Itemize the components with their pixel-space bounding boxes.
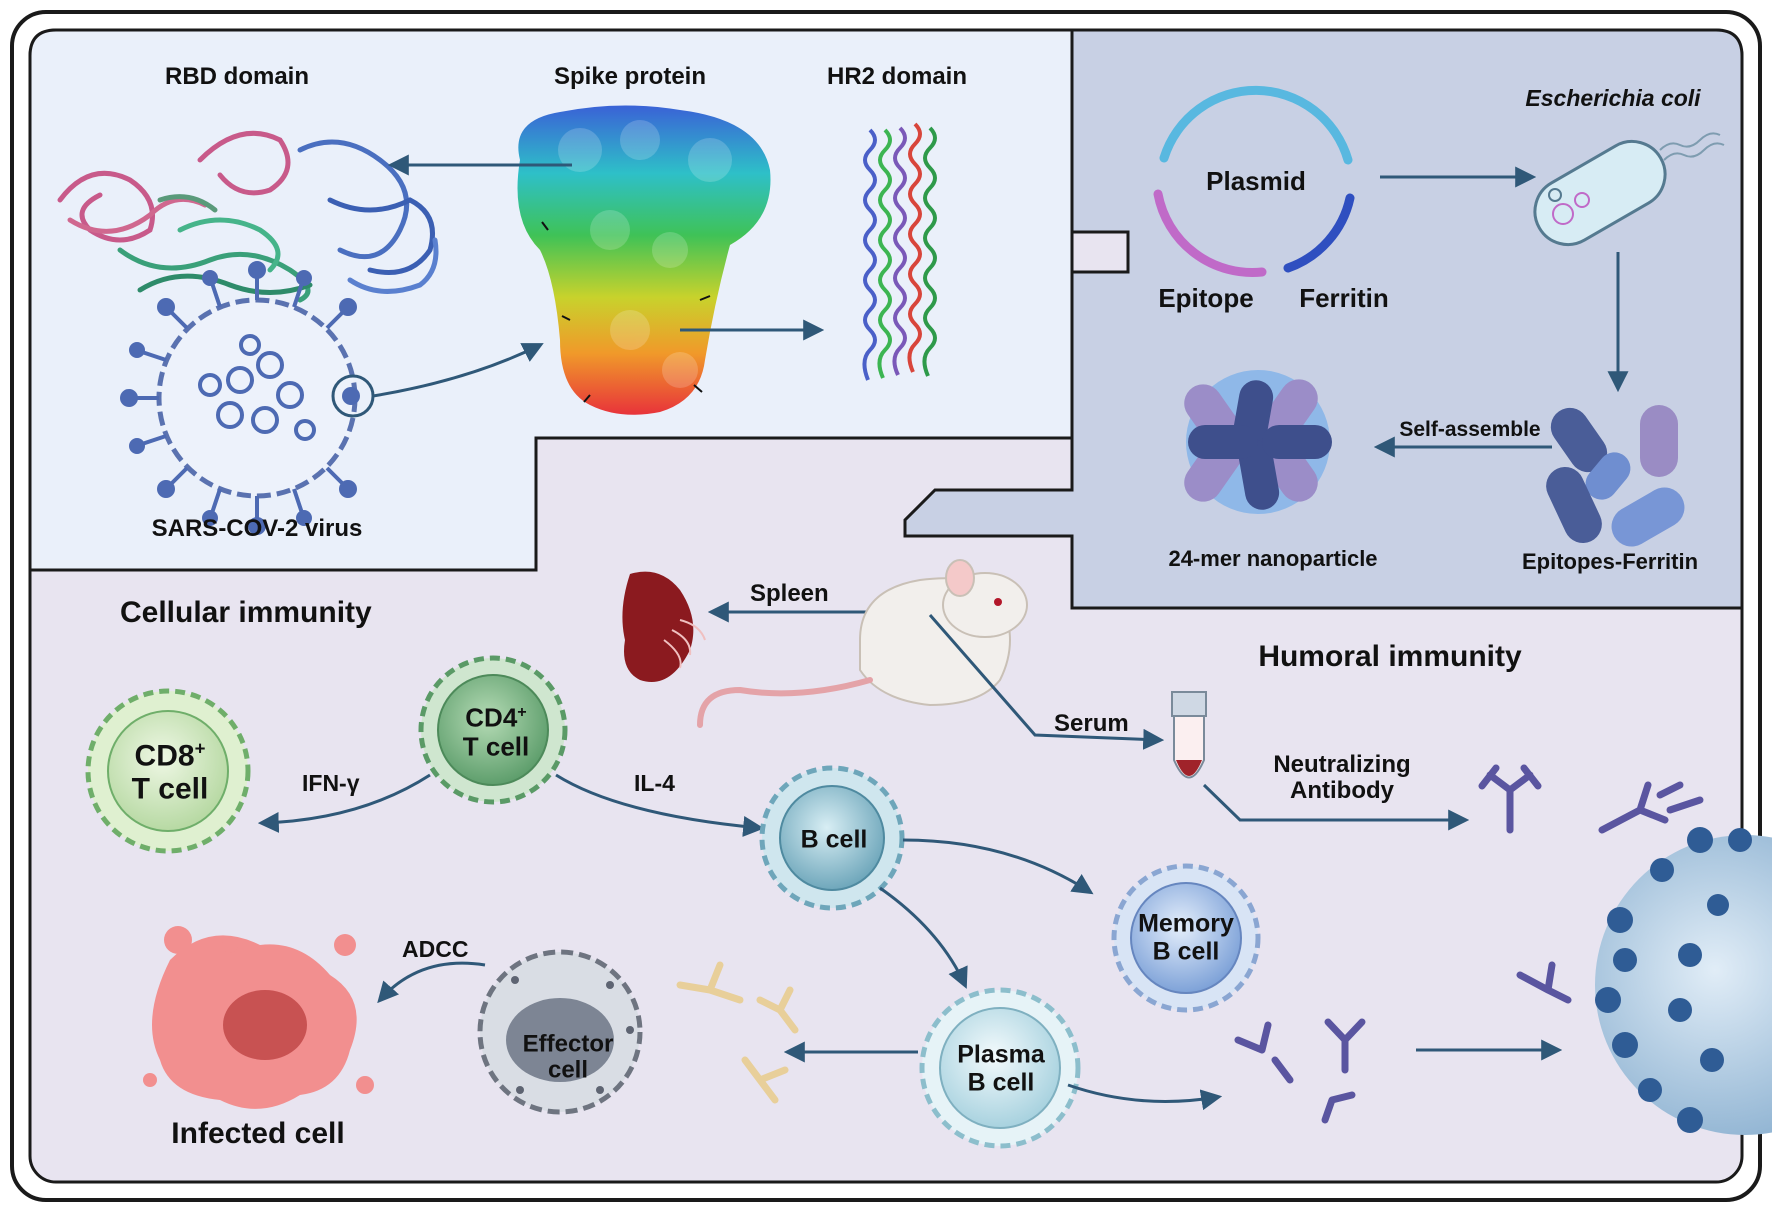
effector-line-1: Effector — [522, 1030, 614, 1058]
epitopes-ferritin-illustration — [1546, 405, 1685, 547]
memory-b-cell-illustration — [1111, 863, 1261, 1013]
spike-protein-label: Spike protein — [553, 63, 707, 90]
il4-label: IL-4 — [634, 770, 675, 796]
sars-cov-2-virus-label: SARS-COV-2 virus — [151, 515, 363, 542]
large-virus-illustration — [1595, 827, 1772, 1135]
neutralizing-line-1: Neutralizing — [1273, 751, 1411, 778]
neutralizing-antibodies-illustration — [1234, 764, 1704, 1124]
adcc-label: ADCC — [402, 936, 469, 962]
arrow-bcell-to-plasma — [879, 886, 968, 989]
memory-line-1: Memory — [1138, 909, 1234, 938]
b-cell-label: B cell — [800, 825, 868, 854]
arrow-effector-to-infected — [377, 961, 486, 1004]
humoral-immunity-heading: Humoral immunity — [1258, 640, 1522, 673]
cd4-text: CD4 — [465, 702, 518, 733]
yellow-antibodies-illustration — [676, 961, 799, 1104]
nanoparticle-label: 24-mer nanoparticle — [1168, 546, 1378, 571]
rbd-domain-structure — [57, 130, 439, 303]
cd8-line-2: T cell — [131, 772, 209, 806]
arrow-plasma-to-antibodies — [1067, 1083, 1223, 1111]
self-assemble-label: Self-assemble — [1399, 418, 1541, 441]
memory-line-2: B cell — [1152, 937, 1220, 965]
ferritin-label: Ferritin — [1299, 283, 1389, 313]
mouse-illustration — [697, 559, 1028, 728]
arrow-bcell-to-memory — [902, 838, 1094, 895]
escherichia-coli-label: Escherichia coli — [1525, 85, 1701, 111]
arrow-virus-to-spike — [372, 343, 544, 398]
arrow-to-serum — [928, 614, 1165, 750]
cd4-superscript: + — [517, 702, 527, 721]
sars-cov-2-virus-illustration — [120, 261, 375, 535]
serum-tube-illustration — [1171, 691, 1207, 779]
cd8-t-cell-label: CD8+ T cell — [131, 737, 209, 806]
rbd-domain-label: RBD domain — [165, 63, 309, 90]
neutralizing-antibody-label: Neutralizing Antibody — [1273, 751, 1411, 805]
cd4-t-cell-illustration — [418, 655, 568, 805]
arrow-cd4-to-cd8 — [257, 773, 431, 833]
infected-cell-illustration — [143, 926, 374, 1109]
spleen-label: Spleen — [750, 580, 829, 607]
arrow-cd4-to-bcell — [555, 773, 765, 837]
effector-cell-label: Effector cell — [522, 1030, 614, 1085]
spleen-illustration — [622, 571, 706, 682]
plasma-b-cell-label: Plasma B cell — [957, 1040, 1045, 1097]
plasmid-label: Plasmid — [1206, 166, 1306, 196]
effector-line-2: cell — [547, 1057, 589, 1084]
ifn-gamma-label: IFN-γ — [302, 770, 360, 796]
spike-protein-illustration — [517, 105, 771, 415]
arrow-to-antibody — [1202, 783, 1470, 831]
escherichia-coli-illustration — [1533, 132, 1725, 246]
epitope-label: Epitope — [1158, 283, 1254, 313]
b-cell-illustration — [759, 765, 905, 911]
cd8-text: CD8 — [134, 739, 195, 773]
hr2-domain-label: HR2 domain — [826, 63, 968, 90]
plasma-line-1: Plasma — [957, 1040, 1045, 1069]
plasma-b-cell-illustration — [919, 987, 1081, 1149]
plasma-line-2: B cell — [967, 1068, 1035, 1096]
infected-cell-label: Infected cell — [171, 1117, 345, 1150]
nanoparticle-illustration — [1184, 370, 1332, 514]
neutralizing-line-2: Antibody — [1290, 777, 1394, 805]
cd8-t-cell-illustration — [85, 688, 251, 854]
cd8-superscript: + — [194, 737, 206, 759]
epitopes-ferritin-label: Epitopes-Ferritin — [1521, 549, 1699, 574]
memory-b-cell-label: Memory B cell — [1138, 909, 1234, 966]
cellular-immunity-heading: Cellular immunity — [120, 596, 372, 629]
cd4-t-cell-label: CD4+ T cell — [463, 703, 529, 760]
plasmid-illustration — [1153, 85, 1355, 277]
serum-label: Serum — [1054, 710, 1129, 737]
hr2-domain-structure — [862, 122, 937, 381]
effector-cell-illustration — [477, 949, 643, 1115]
cd4-line-2: T cell — [462, 731, 530, 761]
